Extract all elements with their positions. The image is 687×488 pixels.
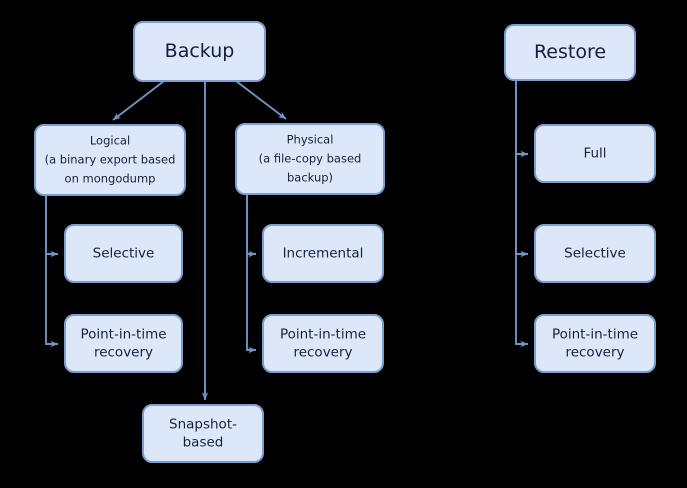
edge-backup-to-logical — [112, 80, 165, 121]
node-box-backup[interactable] — [133, 21, 266, 82]
node-label-physical: Physical — [287, 133, 334, 147]
edge-physical-to-pitr — [246, 194, 257, 354]
node-label-physical-pitr: Point-in-time — [280, 327, 366, 343]
node-label-physical-incremental: Incremental — [283, 246, 364, 262]
node-label-logical-pitr: recovery — [94, 345, 153, 361]
node-box-restore-pitr[interactable] — [534, 314, 656, 373]
node-box-logical-selective[interactable] — [64, 224, 183, 283]
node-label-logical: (a binary export based — [45, 153, 176, 167]
node-label-logical: on mongodump — [65, 172, 156, 186]
node-snapshot-based[interactable]: Snapshot-based — [142, 404, 264, 463]
node-logical-selective[interactable]: Selective — [64, 224, 183, 283]
node-label-restore-selective: Selective — [564, 246, 626, 262]
node-label-snapshot-based: Snapshot- — [169, 417, 237, 433]
node-label-restore: Restore — [534, 41, 606, 63]
node-box-restore-selective[interactable] — [534, 224, 656, 283]
node-logical[interactable]: Logical (a binary export based on mongodum… — [34, 124, 186, 196]
node-label-physical-pitr: recovery — [293, 345, 352, 361]
node-box-physical[interactable] — [235, 123, 385, 195]
node-label-restore-full: Full — [583, 146, 606, 162]
node-physical-pitr[interactable]: Point-in-time recovery — [262, 314, 384, 373]
node-label-restore-pitr: Point-in-time — [552, 327, 638, 343]
node-box-logical[interactable] — [34, 124, 186, 196]
node-label-logical-pitr: Point-in-time — [80, 327, 166, 343]
edge-logical-to-selective — [45, 195, 59, 258]
node-physical-incremental[interactable]: Incremental — [262, 224, 384, 283]
node-label-physical: (a file-copy based — [259, 152, 362, 166]
node-physical[interactable]: Physical (a file-copy based backup) — [235, 123, 385, 195]
edge-restore-to-selective — [515, 80, 529, 258]
node-label-logical: Logical — [90, 134, 130, 148]
node-box-logical-pitr[interactable] — [64, 314, 183, 373]
node-box-snapshot-based[interactable] — [142, 404, 264, 463]
node-restore-selective[interactable]: Selective — [534, 224, 656, 283]
edge-logical-to-pitr — [45, 195, 59, 348]
node-label-logical-selective: Selective — [93, 246, 155, 262]
node-label-snapshot-based: based — [183, 435, 224, 451]
edge-physical-to-incremental — [246, 194, 257, 258]
node-box-restore[interactable] — [504, 24, 636, 81]
edge-layer — [45, 80, 529, 401]
node-label-restore-pitr: recovery — [565, 345, 624, 361]
node-label-backup: Backup — [165, 40, 235, 62]
edge-backup-to-physical — [235, 80, 287, 120]
node-box-physical-incremental[interactable] — [262, 224, 384, 283]
node-restore-pitr[interactable]: Point-in-time recovery — [534, 314, 656, 373]
node-label-physical: backup) — [287, 171, 333, 185]
node-restore-full[interactable]: Full — [534, 124, 656, 183]
node-logical-pitr[interactable]: Point-in-time recovery — [64, 314, 183, 373]
node-restore[interactable]: Restore — [504, 24, 636, 81]
node-backup[interactable]: Backup — [133, 21, 266, 82]
node-box-restore-full[interactable] — [534, 124, 656, 183]
node-box-physical-pitr[interactable] — [262, 314, 384, 373]
edge-restore-to-pitr — [515, 80, 529, 348]
edge-restore-to-full — [515, 80, 529, 158]
